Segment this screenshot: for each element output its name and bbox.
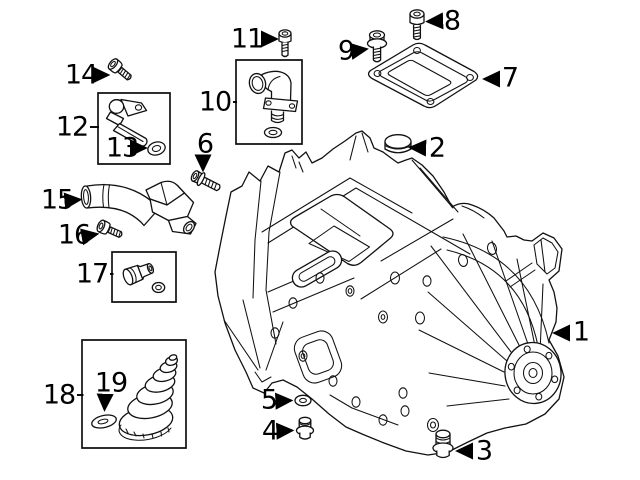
screw-8-drawing bbox=[410, 10, 424, 40]
screw-16-drawing bbox=[96, 219, 125, 241]
drain-plug-drawing bbox=[433, 430, 453, 457]
flange-bolt-drawing bbox=[189, 168, 223, 194]
callout-1[interactable]: 1 bbox=[572, 316, 590, 348]
plug-fitting-kit-box bbox=[112, 252, 176, 302]
callout-13[interactable]: 13 bbox=[105, 132, 139, 164]
callout-16[interactable]: 16 bbox=[57, 219, 91, 251]
callout-6[interactable]: 6 bbox=[196, 128, 214, 160]
hose-assembly-drawing bbox=[81, 181, 197, 235]
callout-19[interactable]: 19 bbox=[94, 367, 128, 399]
callout-15[interactable]: 15 bbox=[40, 184, 74, 216]
screw-14-drawing bbox=[107, 57, 135, 83]
boot-kit-box bbox=[82, 340, 186, 448]
callout-12[interactable]: 12 bbox=[55, 111, 89, 143]
callout-17[interactable]: 17 bbox=[75, 258, 109, 290]
housing-drawing bbox=[215, 131, 565, 455]
callout-10[interactable]: 10 bbox=[198, 86, 232, 118]
callout-7[interactable]: 7 bbox=[501, 62, 519, 94]
plug-drawing bbox=[297, 417, 314, 439]
seal-washer-drawing bbox=[295, 395, 311, 405]
screw-9-drawing bbox=[368, 31, 387, 62]
callout-2[interactable]: 2 bbox=[428, 132, 446, 164]
callout-arrows bbox=[63, 12, 571, 460]
callout-3[interactable]: 3 bbox=[475, 435, 493, 467]
callout-4[interactable]: 4 bbox=[261, 415, 279, 447]
cap-drawing bbox=[385, 135, 411, 153]
callout-18[interactable]: 18 bbox=[42, 379, 76, 411]
callout-5[interactable]: 5 bbox=[260, 384, 278, 416]
screw-11-drawing bbox=[279, 30, 291, 57]
callout-11[interactable]: 11 bbox=[230, 23, 264, 55]
cover-gasket-drawing bbox=[369, 43, 478, 107]
callout-8[interactable]: 8 bbox=[443, 5, 461, 37]
elbow-kit-box bbox=[236, 60, 302, 144]
callout-9[interactable]: 9 bbox=[337, 35, 355, 67]
callout-14[interactable]: 14 bbox=[64, 59, 98, 91]
